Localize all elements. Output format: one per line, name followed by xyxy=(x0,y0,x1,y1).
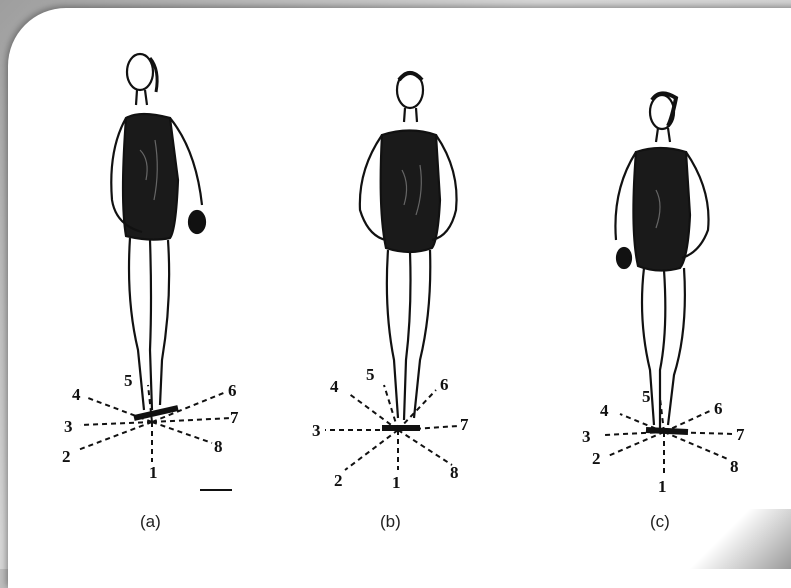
dancer-positions-illustration: 1 2 3 4 5 6 7 8 (a) xyxy=(0,0,791,569)
label-a-4: 4 xyxy=(72,385,81,404)
label-a-3: 3 xyxy=(64,417,73,436)
figure-c: 1 2 3 4 5 6 7 8 (c) xyxy=(582,93,745,531)
rays-a xyxy=(78,385,232,462)
dancer-c xyxy=(615,93,708,432)
label-a-8: 8 xyxy=(214,437,223,456)
label-c-7: 7 xyxy=(736,425,745,444)
caption-a: (a) xyxy=(140,512,161,531)
label-a-2: 2 xyxy=(62,447,71,466)
figure-a: 1 2 3 4 5 6 7 8 (a) xyxy=(62,54,239,531)
label-c-6: 6 xyxy=(714,399,723,418)
dancer-a xyxy=(111,54,205,418)
label-a-1: 1 xyxy=(149,463,158,482)
label-b-3: 3 xyxy=(312,421,321,440)
caption-b: (b) xyxy=(380,512,401,531)
label-a-7: 7 xyxy=(230,408,239,427)
label-b-5: 5 xyxy=(366,365,375,384)
label-b-1: 1 xyxy=(392,473,401,492)
label-c-5: 5 xyxy=(642,387,651,406)
caption-c: (c) xyxy=(650,512,670,531)
label-b-7: 7 xyxy=(460,415,469,434)
label-a-6: 6 xyxy=(228,381,237,400)
label-a-5: 5 xyxy=(124,371,133,390)
label-c-4: 4 xyxy=(600,401,609,420)
label-b-8: 8 xyxy=(450,463,459,482)
label-b-4: 4 xyxy=(330,377,339,396)
label-c-2: 2 xyxy=(592,449,601,468)
label-b-6: 6 xyxy=(440,375,449,394)
label-c-8: 8 xyxy=(730,457,739,476)
figure-b: 1 2 3 4 5 6 7 8 (b) xyxy=(312,72,469,531)
label-c-1: 1 xyxy=(658,477,667,496)
label-c-3: 3 xyxy=(582,427,591,446)
label-b-2: 2 xyxy=(334,471,343,490)
